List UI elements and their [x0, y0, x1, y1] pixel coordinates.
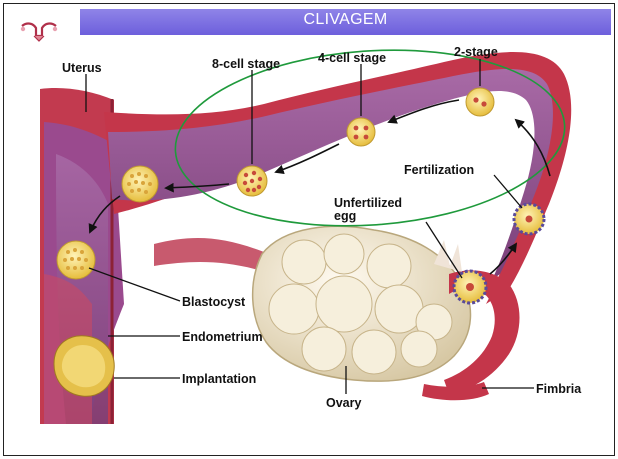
label-2-stage: 2-stage [454, 45, 498, 59]
label-implantation: Implantation [182, 372, 256, 386]
cleavage-diagram: Uterus 8-cell stage 4-cell stage 2-stage… [4, 4, 615, 456]
label-unfertilized: Unfertilized [334, 196, 402, 210]
cell-implantation [54, 336, 114, 397]
label-fertilization: Fertilization [404, 163, 474, 177]
cell-8-cell [237, 166, 267, 196]
cell-blastocyst [57, 241, 95, 279]
slide: CLIVAGEM [3, 3, 615, 456]
ovary-shape [253, 226, 471, 381]
label-egg: egg [334, 209, 356, 223]
cell-unfertilized-egg [454, 271, 486, 303]
label-blastocyst: Blastocyst [182, 295, 246, 309]
cell-fertilization [514, 204, 544, 234]
label-endometrium: Endometrium [182, 330, 263, 344]
label-uterus: Uterus [62, 61, 102, 75]
label-8-cell-stage: 8-cell stage [212, 57, 280, 71]
label-4-cell-stage: 4-cell stage [318, 51, 386, 65]
ovarian-ligament [154, 238, 269, 272]
cell-2-stage [466, 88, 494, 116]
cell-4-cell [347, 118, 375, 146]
label-fimbria: Fimbria [536, 382, 582, 396]
label-ovary: Ovary [326, 396, 361, 410]
cell-morula [122, 166, 158, 202]
